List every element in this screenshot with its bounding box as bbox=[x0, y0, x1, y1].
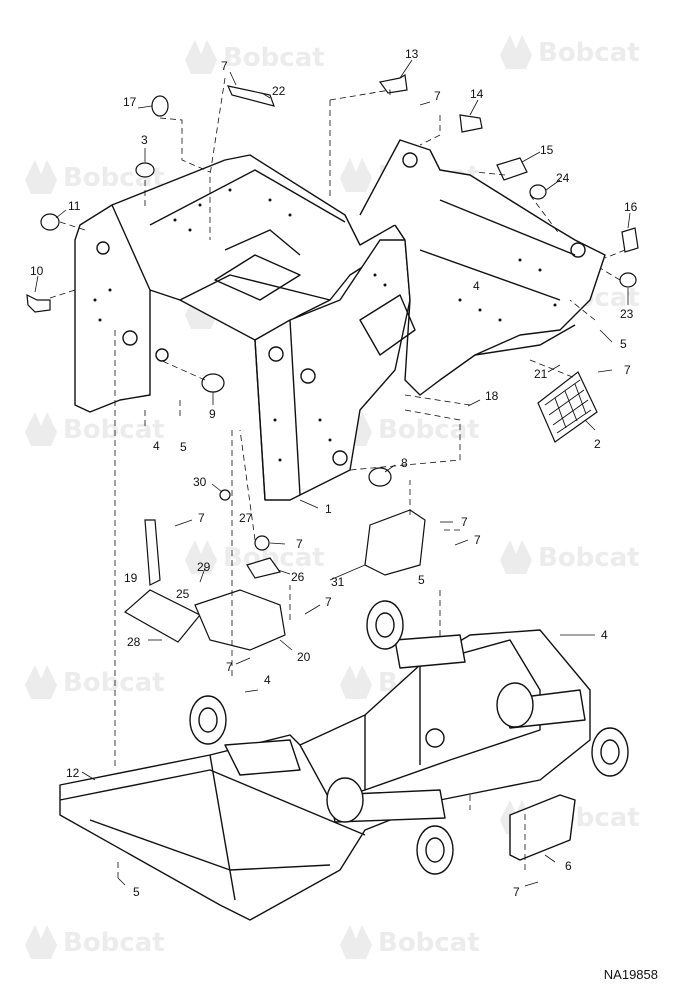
callout: 11 bbox=[68, 199, 81, 213]
callout: 25 bbox=[176, 587, 190, 601]
callout: 12 bbox=[66, 766, 80, 780]
callout: 14 bbox=[470, 87, 484, 101]
lower-undercarriage bbox=[59, 600, 629, 921]
callout: 2 bbox=[594, 437, 601, 451]
svg-text:Bobcat: Bobcat bbox=[378, 415, 480, 445]
callout: 10 bbox=[30, 264, 44, 278]
svg-text:Bobcat: Bobcat bbox=[63, 668, 165, 698]
callout: 5 bbox=[180, 440, 187, 454]
callout: 19 bbox=[124, 571, 138, 585]
watermark: Bobcat bbox=[25, 665, 165, 699]
frame-holes bbox=[93, 188, 557, 462]
callout: 3 bbox=[141, 133, 148, 147]
callout: 28 bbox=[127, 635, 141, 649]
callout-labels: 7 22 17 3 11 10 13 7 14 15 24 16 4 23 5 … bbox=[30, 47, 638, 899]
callout: 8 bbox=[401, 456, 408, 470]
small-parts-mid bbox=[123, 489, 426, 651]
watermark: Bobcat bbox=[185, 40, 325, 74]
svg-text:Bobcat: Bobcat bbox=[538, 543, 640, 573]
callout: 24 bbox=[556, 171, 570, 185]
callout: 6 bbox=[565, 859, 572, 873]
callout: 7 bbox=[461, 515, 468, 529]
callout: 4 bbox=[264, 673, 271, 687]
small-parts-upper bbox=[26, 74, 639, 487]
watermark: Bobcat bbox=[25, 412, 165, 446]
watermark: Bobcat bbox=[340, 412, 480, 446]
svg-text:Bobcat: Bobcat bbox=[63, 928, 165, 958]
callout: 16 bbox=[624, 200, 638, 214]
callout: 9 bbox=[209, 407, 216, 421]
callout: 22 bbox=[272, 84, 286, 98]
callout: 7 bbox=[325, 595, 332, 609]
callout: 18 bbox=[485, 389, 499, 403]
callout: 29 bbox=[197, 560, 211, 574]
callout: 7 bbox=[624, 363, 631, 377]
callout: 15 bbox=[540, 143, 554, 157]
callout: 7 bbox=[474, 533, 481, 547]
callout: 23 bbox=[620, 307, 634, 321]
callout: 31 bbox=[331, 575, 345, 589]
callout: 20 bbox=[297, 650, 311, 664]
callout: 4 bbox=[473, 279, 480, 293]
callout: 4 bbox=[153, 439, 160, 453]
callout: 27 bbox=[239, 511, 253, 525]
callout: 7 bbox=[198, 511, 205, 525]
callout: 4 bbox=[601, 628, 608, 642]
callout: 7 bbox=[226, 660, 233, 674]
callout: 5 bbox=[133, 885, 140, 899]
callout: 30 bbox=[193, 475, 207, 489]
figure-reference-code: NA19858 bbox=[603, 967, 658, 982]
svg-text:Bobcat: Bobcat bbox=[223, 43, 325, 73]
svg-text:Bobcat: Bobcat bbox=[538, 38, 640, 68]
dashed-guide-lines bbox=[49, 77, 626, 878]
leader-lines bbox=[34, 59, 631, 887]
callout: 17 bbox=[123, 95, 137, 109]
callout: 1 bbox=[325, 502, 332, 516]
callout: 5 bbox=[418, 573, 425, 587]
callout: 7 bbox=[221, 59, 228, 73]
callout: 13 bbox=[405, 47, 419, 61]
callout: 7 bbox=[513, 885, 520, 899]
svg-text:Bobcat: Bobcat bbox=[63, 415, 165, 445]
callout: 5 bbox=[620, 337, 627, 351]
grille-slots bbox=[544, 379, 592, 434]
watermark: Bobcat bbox=[500, 35, 640, 69]
upper-main-frame bbox=[74, 139, 606, 501]
callout: 7 bbox=[296, 537, 303, 551]
callout: 26 bbox=[291, 570, 305, 584]
svg-text:Bobcat: Bobcat bbox=[378, 928, 480, 958]
watermark: Bobcat bbox=[25, 925, 165, 959]
callout: 7 bbox=[434, 89, 441, 103]
watermark: Bobcat bbox=[340, 925, 480, 959]
callout: 21 bbox=[534, 367, 548, 381]
watermark: Bobcat bbox=[500, 540, 640, 574]
